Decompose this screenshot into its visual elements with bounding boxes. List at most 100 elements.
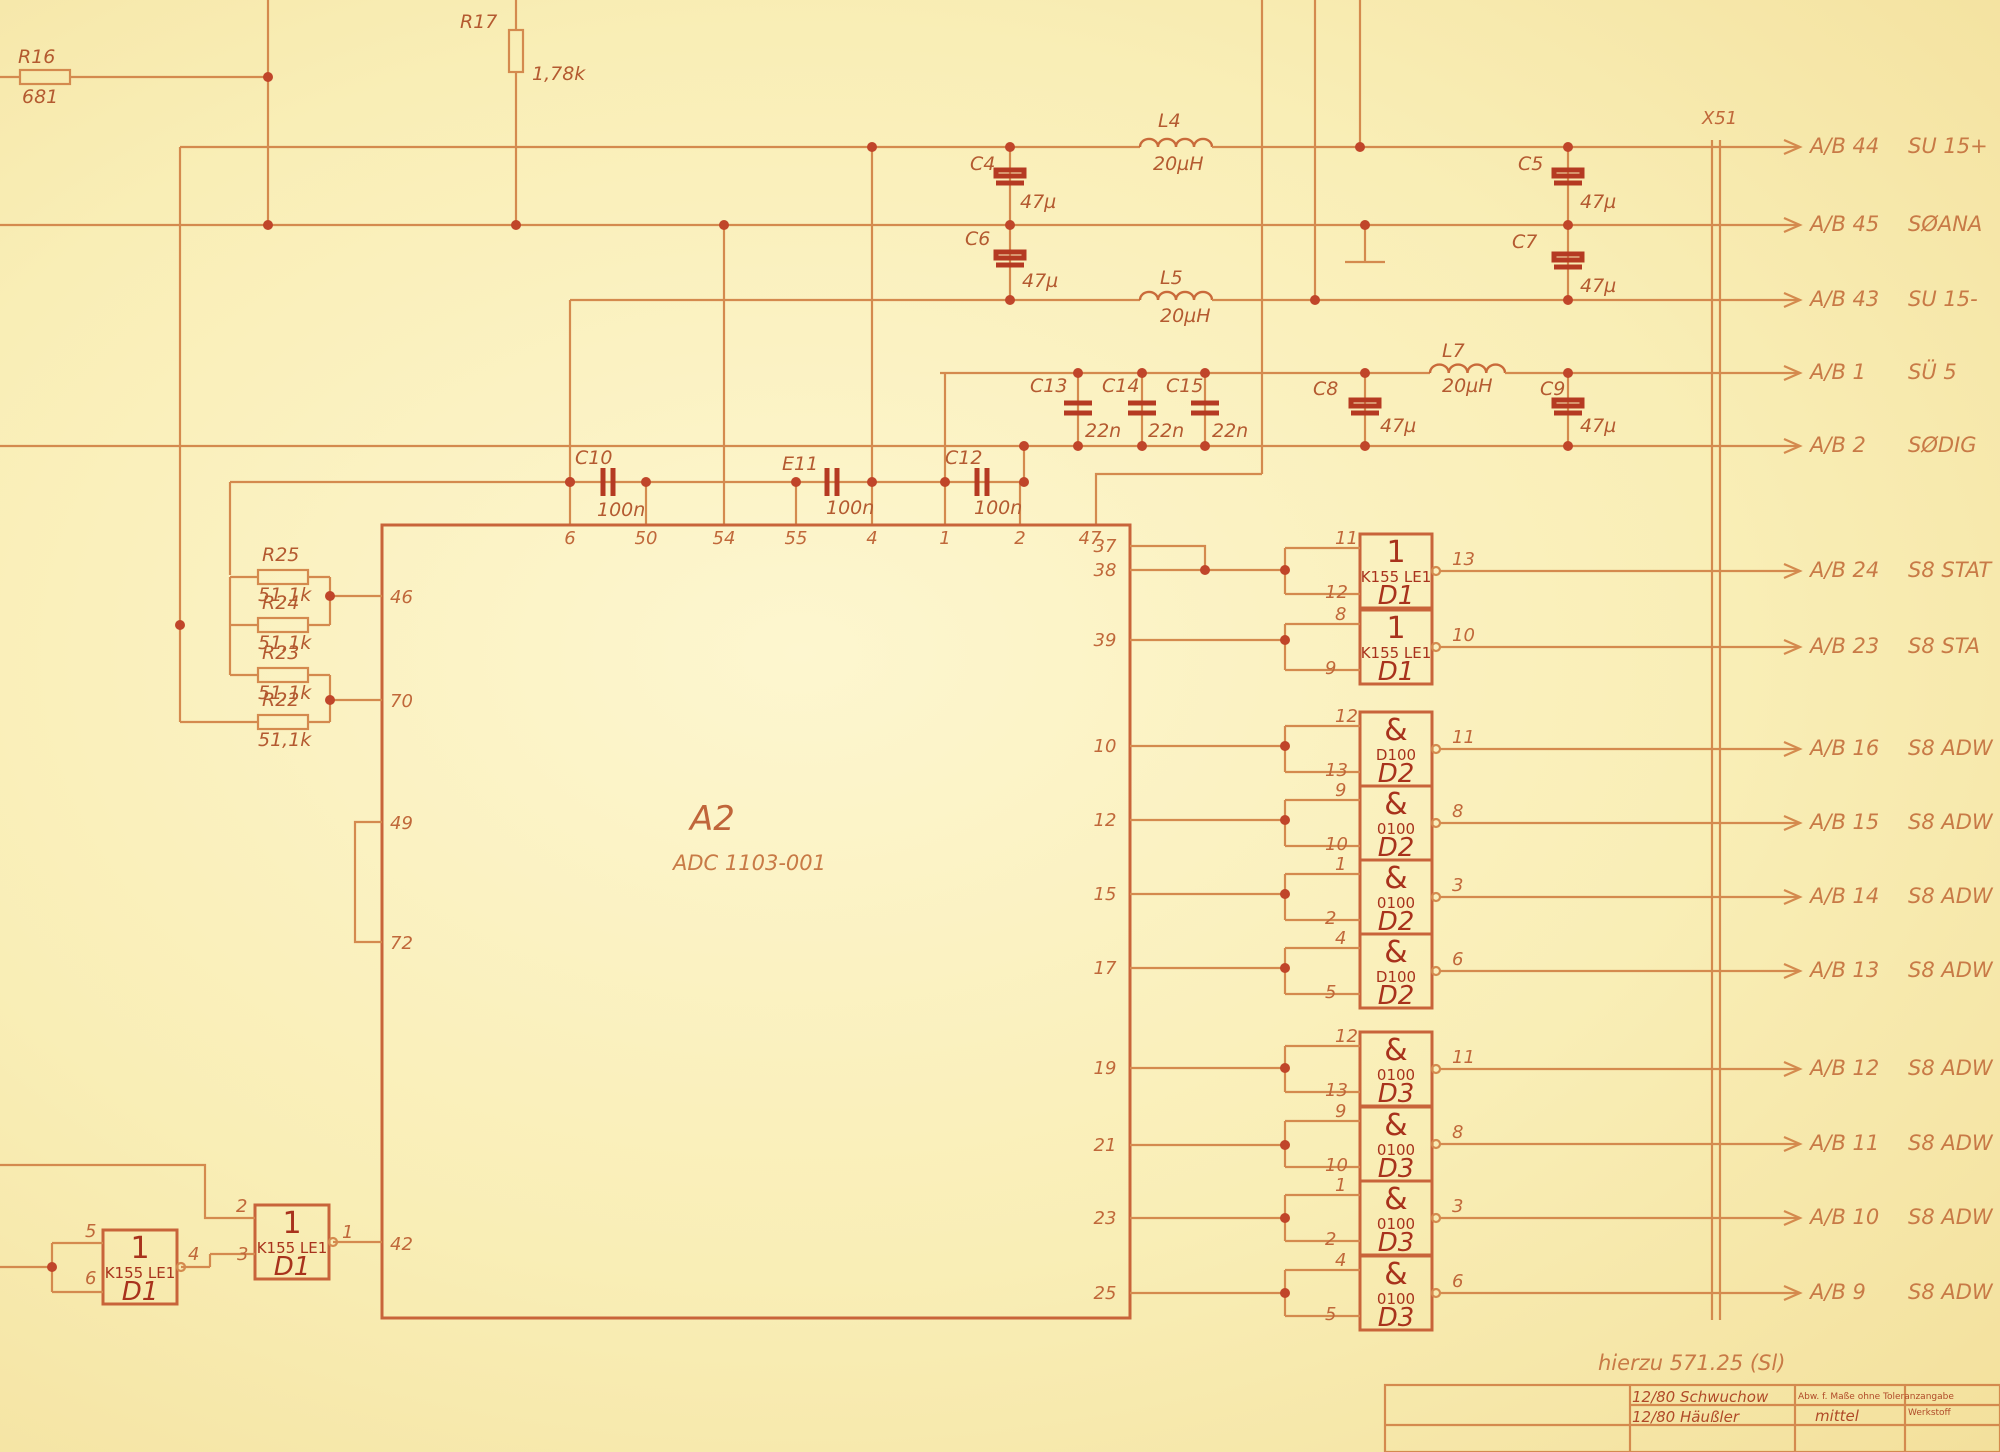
wire xyxy=(0,1163,255,1220)
signal-name: SU 15+ xyxy=(1908,134,1988,158)
junction-dot xyxy=(1355,142,1365,152)
junction-dot xyxy=(641,477,651,487)
junction-dot xyxy=(1563,142,1573,152)
signal-pin: A/B 44 xyxy=(1808,134,1879,158)
adc-right-pin: 38 xyxy=(1094,560,1117,581)
gate-pin: 8 xyxy=(1452,1122,1463,1143)
junction-dot xyxy=(1137,368,1147,378)
gate-pin: 12 xyxy=(1335,706,1358,727)
adc-right-pin: 17 xyxy=(1094,958,1117,979)
gate-symbol: & xyxy=(1384,1108,1407,1143)
junction-dot xyxy=(1019,477,1029,487)
value-C5: 47µ xyxy=(1580,191,1616,213)
gate-pin: 2 xyxy=(236,1196,247,1217)
ref-R24: R24 xyxy=(262,592,299,614)
adc-top-pin: 6 xyxy=(564,528,575,549)
adc-right-pin: 10 xyxy=(1094,736,1117,757)
junction-dot xyxy=(1005,220,1015,230)
junction-dot xyxy=(47,1262,57,1272)
junction-dot xyxy=(1563,220,1573,230)
gate-name: D1 xyxy=(122,1277,159,1307)
gate-pin: 3 xyxy=(237,1244,248,1265)
capacitor-C9 xyxy=(1551,397,1585,409)
ref-C12: C12 xyxy=(945,447,982,469)
value-L7: 20µH xyxy=(1442,375,1493,397)
title-drawn: 12/80 Schwuchow xyxy=(1632,1388,1769,1406)
inductor-L4 xyxy=(1138,137,1214,148)
gate-symbol: 1 xyxy=(1386,535,1405,570)
junction-dot xyxy=(1200,368,1210,378)
junction-dot xyxy=(1073,441,1083,451)
gate-pin: 1 xyxy=(1335,1175,1346,1196)
signal-name: S8 ADW xyxy=(1908,958,1994,982)
junction-dot xyxy=(1280,1213,1290,1223)
gate-pin: 11 xyxy=(1452,1047,1475,1068)
value-C4: 47µ xyxy=(1020,191,1056,213)
gate-type: 0100 xyxy=(1377,820,1415,838)
arrow-icon xyxy=(1783,216,1803,234)
inductor-L7 xyxy=(1428,363,1507,374)
title-tolerance: Abw. f. Maße ohne Toleranzangabe xyxy=(1798,1392,1954,1402)
value-C8: 47µ xyxy=(1380,415,1416,437)
gate-symbol: 1 xyxy=(130,1231,149,1266)
signal-pin: A/B 23 xyxy=(1808,634,1879,658)
gate-pin: 12 xyxy=(1325,582,1348,603)
junction-dot xyxy=(1280,1063,1290,1073)
gate-pin: 9 xyxy=(1325,658,1336,679)
title-werkstoff: Werkstoff xyxy=(1908,1408,1952,1418)
gate-symbol: & xyxy=(1384,713,1407,748)
gate-pin: 13 xyxy=(1325,760,1348,781)
gate-name: D1 xyxy=(1378,581,1415,611)
resistor-R16 xyxy=(18,68,72,86)
gate-pin: 6 xyxy=(1452,1271,1463,1292)
signal-pin: A/B 1 xyxy=(1808,360,1866,384)
gate-pin: 10 xyxy=(1325,834,1348,855)
ref-R22: R22 xyxy=(262,689,299,711)
signal-pin: A/B 43 xyxy=(1808,287,1879,311)
ref-C11: E11 xyxy=(782,453,818,475)
gate-type: 0100 xyxy=(1377,894,1415,912)
adc-top-pin: 54 xyxy=(713,528,736,549)
junction-dot xyxy=(325,591,335,601)
adc-right-pin: 21 xyxy=(1094,1135,1117,1156)
gate-pin: 1 xyxy=(1335,854,1346,875)
value-R22: 51,1k xyxy=(258,729,312,751)
junction-dot xyxy=(1280,635,1290,645)
gate-pin: 3 xyxy=(1452,875,1463,896)
adc-part: ADC 1103-001 xyxy=(671,851,826,875)
adc-top-pin: 1 xyxy=(939,528,950,549)
gate-type: K155 LE1 xyxy=(105,1264,176,1282)
gate-pin: 9 xyxy=(1335,1101,1346,1122)
adc-right-pin: 12 xyxy=(1094,810,1117,831)
junction-dot xyxy=(1137,441,1147,451)
arrow-icon xyxy=(1783,437,1803,455)
adc-top-pin: 55 xyxy=(785,528,808,549)
value-C14: 22n xyxy=(1148,420,1184,442)
adc-left-pin: 72 xyxy=(390,933,413,954)
adc-right-pin: 25 xyxy=(1094,1283,1117,1304)
junction-dot xyxy=(1360,368,1370,378)
capacitor-C8 xyxy=(1348,397,1382,409)
ref-C8: C8 xyxy=(1313,378,1338,400)
signal-pin: A/B 24 xyxy=(1808,558,1879,582)
signal-name: S8 STAT xyxy=(1908,558,1993,582)
gate-type: 0100 xyxy=(1377,1141,1415,1159)
gate-pin: 11 xyxy=(1452,727,1475,748)
wire xyxy=(353,820,382,944)
signal-name: S8 ADW xyxy=(1908,1205,1994,1229)
junction-dot xyxy=(1200,565,1210,575)
signal-pin: A/B 2 xyxy=(1808,433,1866,457)
junction-dot xyxy=(1280,963,1290,973)
gate-type: K155 LE1 xyxy=(1361,568,1432,586)
arrow-icon xyxy=(1783,1209,1803,1227)
gate-pin: 6 xyxy=(1452,949,1463,970)
gate-name: D1 xyxy=(274,1252,311,1282)
ref-R17: R17 xyxy=(460,11,497,33)
junction-dot xyxy=(940,477,950,487)
junction-dot xyxy=(1005,142,1015,152)
gate-pin: 5 xyxy=(1325,982,1336,1003)
arrow-icon xyxy=(1783,562,1803,580)
gate-name: D2 xyxy=(1378,833,1415,863)
gate-pin: 13 xyxy=(1325,1080,1348,1101)
signal-pin: A/B 10 xyxy=(1808,1205,1879,1229)
